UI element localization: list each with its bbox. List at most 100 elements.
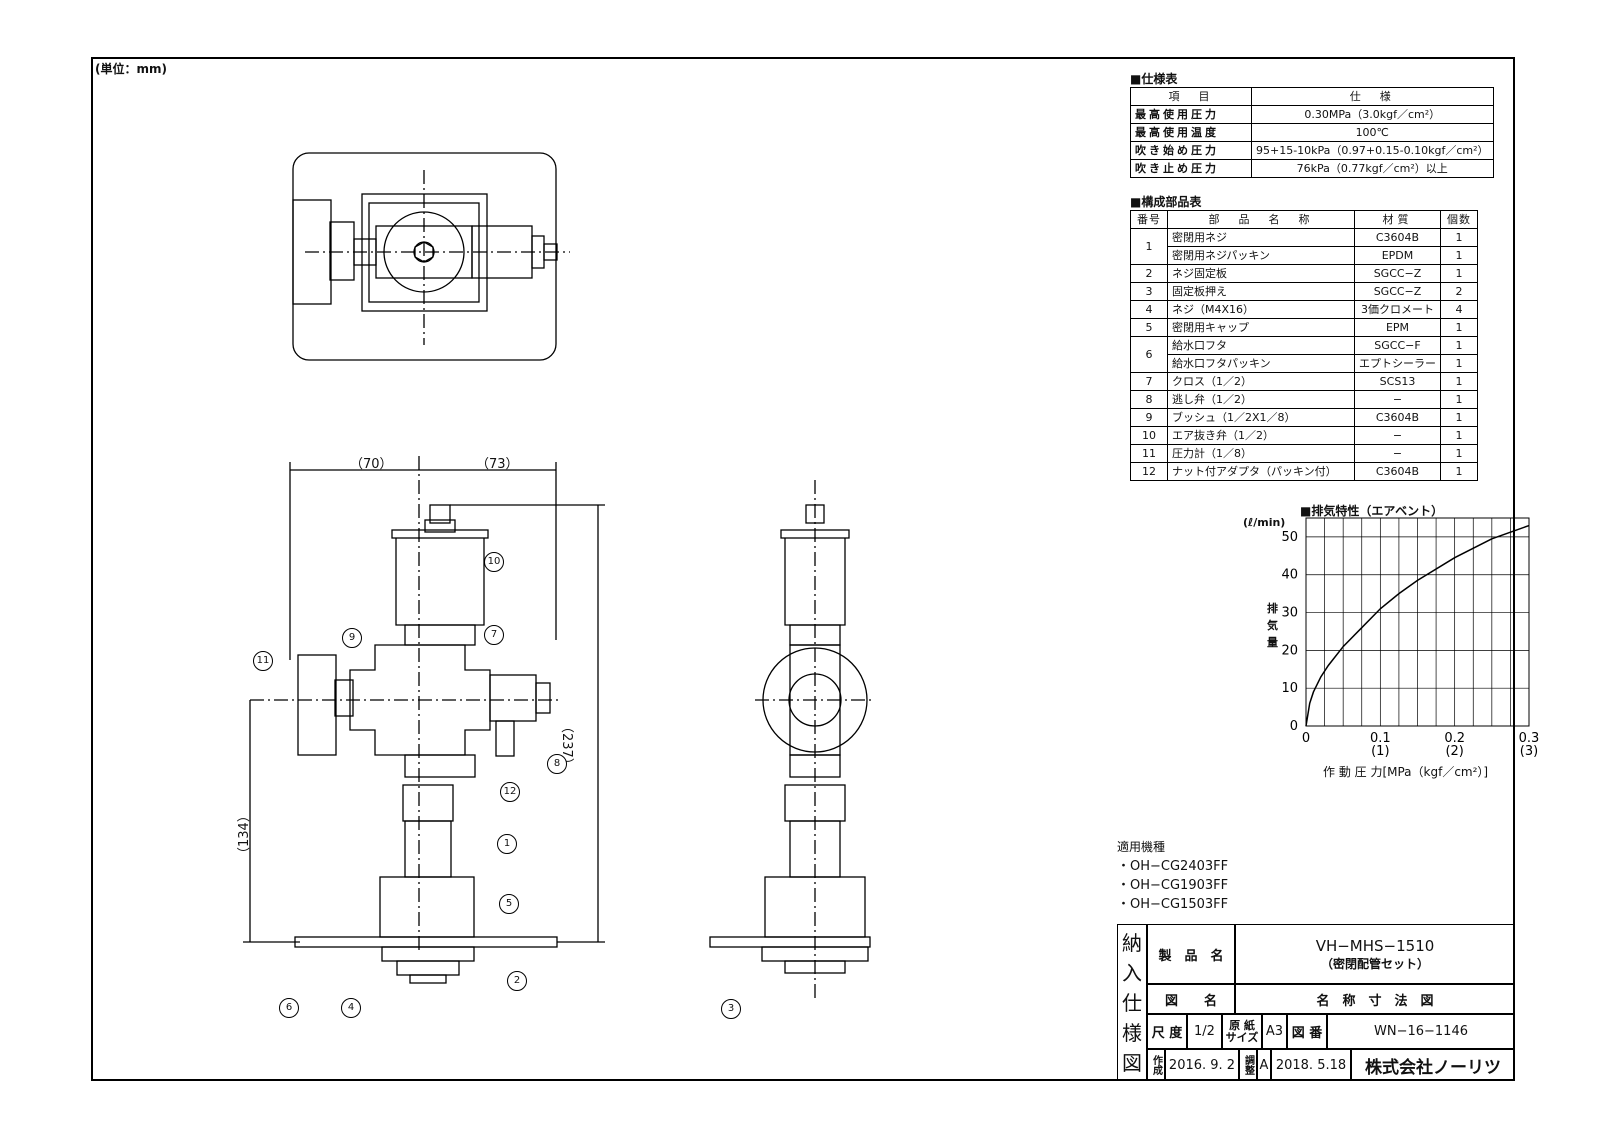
part-name: 固定板押え xyxy=(1167,282,1355,301)
side-view xyxy=(709,480,875,1000)
spec-item: 最高使用温度 xyxy=(1130,123,1252,142)
product-name-cell: VH−MHS−1510 （密閉配管セット） xyxy=(1235,924,1515,984)
drawing-label: 図 名 xyxy=(1147,984,1235,1014)
callout-5: 5 xyxy=(499,894,519,914)
callout-3: 3 xyxy=(721,999,741,1019)
chart-y-unit: (ℓ/min) xyxy=(1243,516,1286,529)
chart-y-tick: 30 xyxy=(1281,606,1298,621)
scale-label: 尺 度 xyxy=(1147,1014,1187,1049)
parts-table-title: ■構成部品表 xyxy=(1130,195,1202,209)
chart-y-tick: 10 xyxy=(1281,681,1298,696)
paper-value: A3 xyxy=(1262,1014,1287,1049)
top-view xyxy=(292,152,570,361)
revised-date: 2018. 5.18 xyxy=(1271,1049,1351,1081)
created-date: 2016. 9. 2 xyxy=(1165,1049,1239,1081)
unit-label: (単位：mm) xyxy=(95,62,167,76)
part-number: 12 xyxy=(1130,462,1168,481)
created-label: 作成 xyxy=(1147,1049,1165,1081)
chart-x-tick: 0.3 xyxy=(1519,731,1540,746)
dim-73: （73） xyxy=(476,457,519,472)
part-material: C3604B xyxy=(1354,462,1441,481)
product-label: 製 品 名 xyxy=(1147,924,1235,984)
front-view xyxy=(243,456,605,984)
callout-8: 8 xyxy=(547,754,567,774)
chart-y-tick: 20 xyxy=(1281,643,1298,658)
drawing-number: WN−16−1146 xyxy=(1327,1014,1515,1049)
chart-x-tick: 0.1 xyxy=(1370,731,1391,746)
drawing-frame xyxy=(91,57,1515,1081)
chart-x-subtick: (1) xyxy=(1371,744,1389,759)
spec-item: 吹き止め圧力 xyxy=(1130,159,1252,178)
product-name: VH−MHS−1510 xyxy=(1315,936,1435,955)
callout-11: 11 xyxy=(253,651,273,671)
chart: 0 10 20 30 40 50 0 0.1(1) 0.2(2) 0.3(3) xyxy=(1281,517,1540,759)
part-qty: 1 xyxy=(1440,462,1478,481)
chart-x-subtick: (3) xyxy=(1520,744,1538,759)
callout-1: 1 xyxy=(497,834,517,854)
model-item: ・OH−CG1903FF xyxy=(1117,878,1229,893)
title-block: 納入仕様図 製 品 名 VH−MHS−1510 （密閉配管セット） 図 名 名 … xyxy=(1117,924,1515,1081)
title-block-side: 納入仕様図 xyxy=(1117,924,1147,1081)
company-logo: 株式会社ノーリツ xyxy=(1351,1049,1515,1081)
applicable-models: 適用機種 ・OH−CG2403FF ・OH−CG1903FF ・OH−CG150… xyxy=(1117,838,1228,914)
parts-header-qty: 個数 xyxy=(1440,210,1478,229)
part-name: ブッシュ（1／2X1／8） xyxy=(1167,408,1355,427)
part-material: SGCC−Z xyxy=(1354,264,1441,283)
chart-x-subtick: (2) xyxy=(1445,744,1463,759)
callout-9: 9 xyxy=(342,628,362,648)
paper-label: 原 紙 サイズ xyxy=(1222,1014,1262,1049)
part-number: 6 xyxy=(1130,336,1168,373)
number-label: 図 番 xyxy=(1287,1014,1327,1049)
spec-value: 76kPa（0.77kgf／cm²）以上 xyxy=(1251,159,1494,178)
callout-6: 6 xyxy=(279,998,299,1018)
part-name: クロス（1／2） xyxy=(1167,372,1355,391)
callout-4: 4 xyxy=(341,998,361,1018)
chart-y-tick: 40 xyxy=(1281,568,1298,583)
chart-x-tick: 0.2 xyxy=(1444,731,1465,746)
callout-7: 7 xyxy=(484,625,504,645)
chart-y-tick: 50 xyxy=(1281,530,1298,545)
spec-value: 0.30MPa（3.0kgf／cm²） xyxy=(1251,105,1494,124)
dim-134: （134） xyxy=(237,809,252,860)
chart-y-label: 排気量 xyxy=(1267,602,1278,649)
callout-12: 12 xyxy=(500,782,520,802)
drawing-name: 名 称 寸 法 図 xyxy=(1235,984,1515,1014)
chart-series-line xyxy=(1305,524,1530,727)
part-name: 圧力計（1／8） xyxy=(1167,444,1355,463)
chart-y-tick: 0 xyxy=(1290,719,1298,734)
part-qty: 2 xyxy=(1440,282,1478,301)
revision-mark: A xyxy=(1257,1049,1271,1081)
chart-x-tick: 0 xyxy=(1302,731,1310,746)
chart-title: ■排気特性（エアベント） xyxy=(1300,504,1444,518)
product-sub: （密閉配管セット） xyxy=(1320,956,1429,971)
model-item: ・OH−CG2403FF xyxy=(1117,859,1229,874)
callout-10: 10 xyxy=(484,552,504,572)
models-heading: 適用機種 xyxy=(1117,840,1166,854)
model-item: ・OH−CG1503FF xyxy=(1117,897,1229,912)
chart-x-label: 作 動 圧 力[MPa（kgf／cm²）] xyxy=(1323,765,1489,779)
part-name: ナット付アダプタ（パッキン付） xyxy=(1167,462,1355,481)
part-material: エプトシーラー xyxy=(1354,354,1441,373)
scale-value: 1/2 xyxy=(1187,1014,1222,1049)
part-material: EPDM xyxy=(1354,246,1441,265)
callout-2: 2 xyxy=(507,971,527,991)
spec-value: 95+15-10kPa（0.97+0.15-0.10kgf／cm²） xyxy=(1251,141,1494,160)
revised-label: 調整 xyxy=(1239,1049,1257,1081)
dim-70: （70） xyxy=(350,457,393,472)
